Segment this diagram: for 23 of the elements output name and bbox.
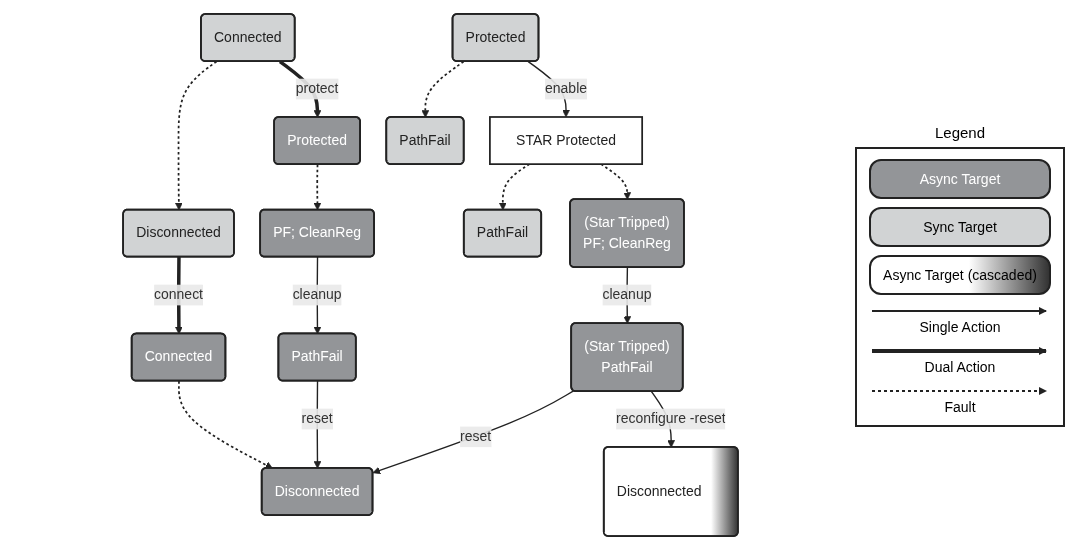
arrow [421,60,465,118]
arrow [175,60,218,211]
legend-text: Fault [943,398,977,415]
edge-label: protect [295,81,339,97]
edge-label: reset [301,411,333,427]
node-box: STAR Protected [489,116,644,165]
edge-label: cleanup [602,287,652,303]
edge-label: connect [154,287,203,303]
legend-title: Legend [933,123,987,141]
edge-label: reset [460,429,492,444]
arrow [178,380,273,469]
edge-label: cleanup [292,287,342,303]
arrow [499,163,531,211]
arrow [313,163,322,211]
legend-text: Single Action [918,318,1002,335]
edge-label: enable [545,81,587,97]
legend-text: Sync Target [923,218,997,235]
legend-text: Async Target [919,170,1001,187]
arrow [600,163,632,200]
legend-text: Async Target (cascaded) [883,266,1037,283]
edge-label: reconfigure -reset [616,411,726,427]
legend-text: Dual Action [923,358,997,375]
arrow [372,390,575,475]
